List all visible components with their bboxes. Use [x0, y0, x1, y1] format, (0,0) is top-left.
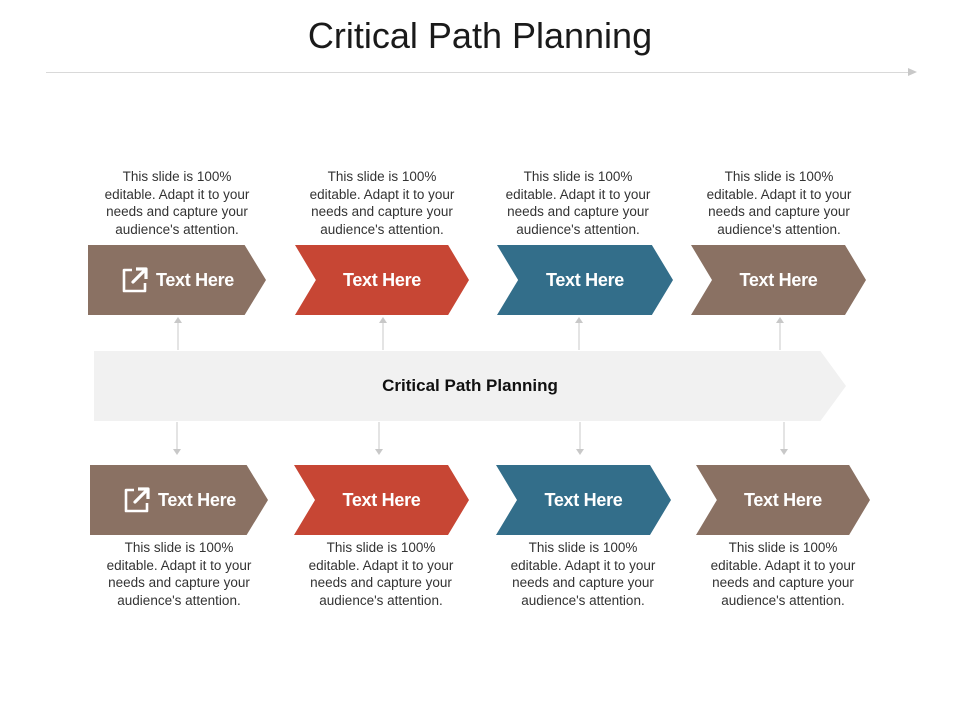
top-step-1[interactable]: Text Here [88, 245, 266, 315]
external-link-icon [122, 267, 148, 293]
bottom-desc-1: This slide is 100% editable. Adapt it to… [106, 540, 252, 608]
top-step-4-label: Text Here [739, 269, 818, 290]
bottom-connector-1 [173, 422, 181, 455]
bottom-connector-4 [780, 422, 788, 455]
top-step-1-label: Text Here [155, 269, 234, 290]
top-step-3-label: Text Here [545, 269, 624, 290]
page-title: Critical Path Planning [307, 15, 653, 56]
bottom-step-4-label: Text Here [743, 489, 822, 510]
bottom-step-1[interactable]: Text Here [90, 465, 268, 535]
divider-arrowhead-icon [908, 68, 917, 76]
top-connector-4 [776, 317, 784, 350]
top-desc-4: This slide is 100% editable. Adapt it to… [706, 169, 852, 237]
center-bar-label: Critical Path Planning [382, 376, 558, 395]
top-connector-3 [575, 317, 583, 350]
top-connector-2 [379, 317, 387, 350]
top-step-4[interactable]: Text Here [691, 245, 866, 315]
bottom-step-2-label: Text Here [342, 489, 421, 510]
top-step-3[interactable]: Text Here [497, 245, 673, 315]
title-divider-line [46, 72, 910, 73]
top-desc-1: This slide is 100% editable. Adapt it to… [104, 169, 250, 237]
bottom-step-1-label: Text Here [157, 489, 236, 510]
bottom-step-3-label: Text Here [544, 489, 623, 510]
bottom-step-2[interactable]: Text Here [294, 465, 469, 535]
top-desc-3: This slide is 100% editable. Adapt it to… [505, 169, 651, 237]
bottom-desc-3: This slide is 100% editable. Adapt it to… [510, 540, 656, 608]
bottom-step-4[interactable]: Text Here [696, 465, 870, 535]
top-desc-2: This slide is 100% editable. Adapt it to… [309, 169, 455, 237]
top-step-2[interactable]: Text Here [295, 245, 469, 315]
bottom-step-3[interactable]: Text Here [496, 465, 671, 535]
top-step-2-label: Text Here [342, 269, 421, 290]
center-bar: Critical Path Planning [94, 351, 846, 421]
bottom-connector-2 [375, 422, 383, 455]
bottom-desc-2: This slide is 100% editable. Adapt it to… [308, 540, 454, 608]
top-connector-1 [174, 317, 182, 350]
external-link-icon [124, 487, 150, 513]
bottom-connector-3 [576, 422, 584, 455]
bottom-desc-4: This slide is 100% editable. Adapt it to… [710, 540, 856, 608]
